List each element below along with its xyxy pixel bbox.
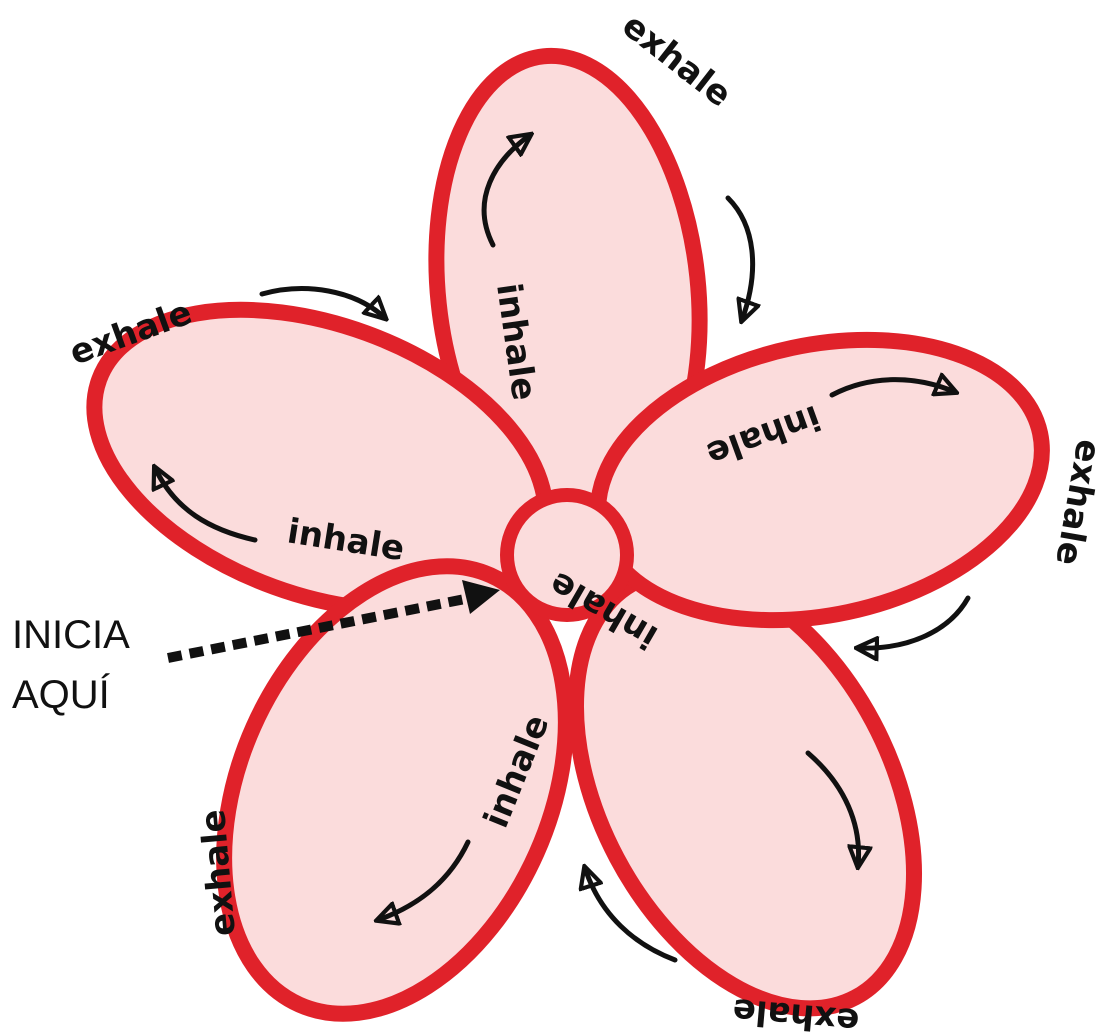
exhale-label-right: exhale (1047, 436, 1103, 568)
start-label-line2: AQUÍ (12, 675, 110, 715)
start-label-line1: INICIA (12, 615, 130, 655)
exhale-arrow-top-right (728, 198, 753, 320)
